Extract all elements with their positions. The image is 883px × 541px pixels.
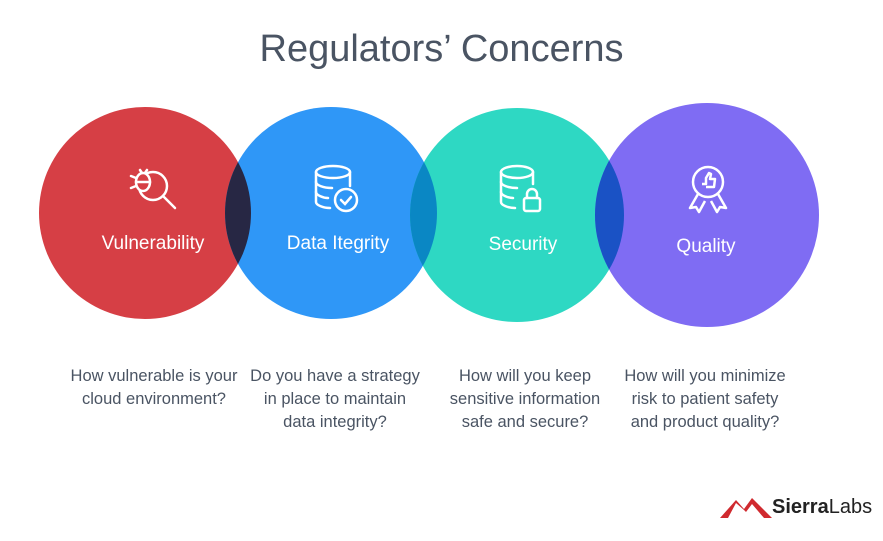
logo-text-light: Labs: [828, 495, 873, 518]
circle-security: [410, 108, 624, 322]
question-vulnerability: How vulnerable is your cloud environment…: [70, 367, 238, 408]
mountain-logo-icon: [720, 498, 772, 518]
concern-label-vulnerability: Vulnerability: [101, 233, 205, 254]
page-title: Regulators’ Concerns: [259, 28, 624, 70]
concern-label-security: Security: [488, 234, 558, 255]
bug-search-icon: [129, 168, 177, 210]
award-ribbon-icon: [688, 165, 728, 214]
database-check-icon: [314, 164, 359, 213]
concern-label-quality: Quality: [676, 236, 736, 257]
database-lock-icon: [499, 164, 542, 213]
question-quality: How will you minimize risk to patient sa…: [624, 367, 786, 431]
circle-vulnerability: [39, 107, 251, 319]
logo-text-bold: Sierra: [772, 495, 829, 518]
question-security: How will you keep sensitive information …: [449, 367, 601, 431]
question-data-integrity: Do you have a strategy in place to maint…: [250, 367, 420, 431]
circle-data-integrity: [225, 107, 437, 319]
circle-quality: [595, 103, 819, 327]
concern-label-data-integrity: Data Itegrity: [286, 233, 390, 254]
